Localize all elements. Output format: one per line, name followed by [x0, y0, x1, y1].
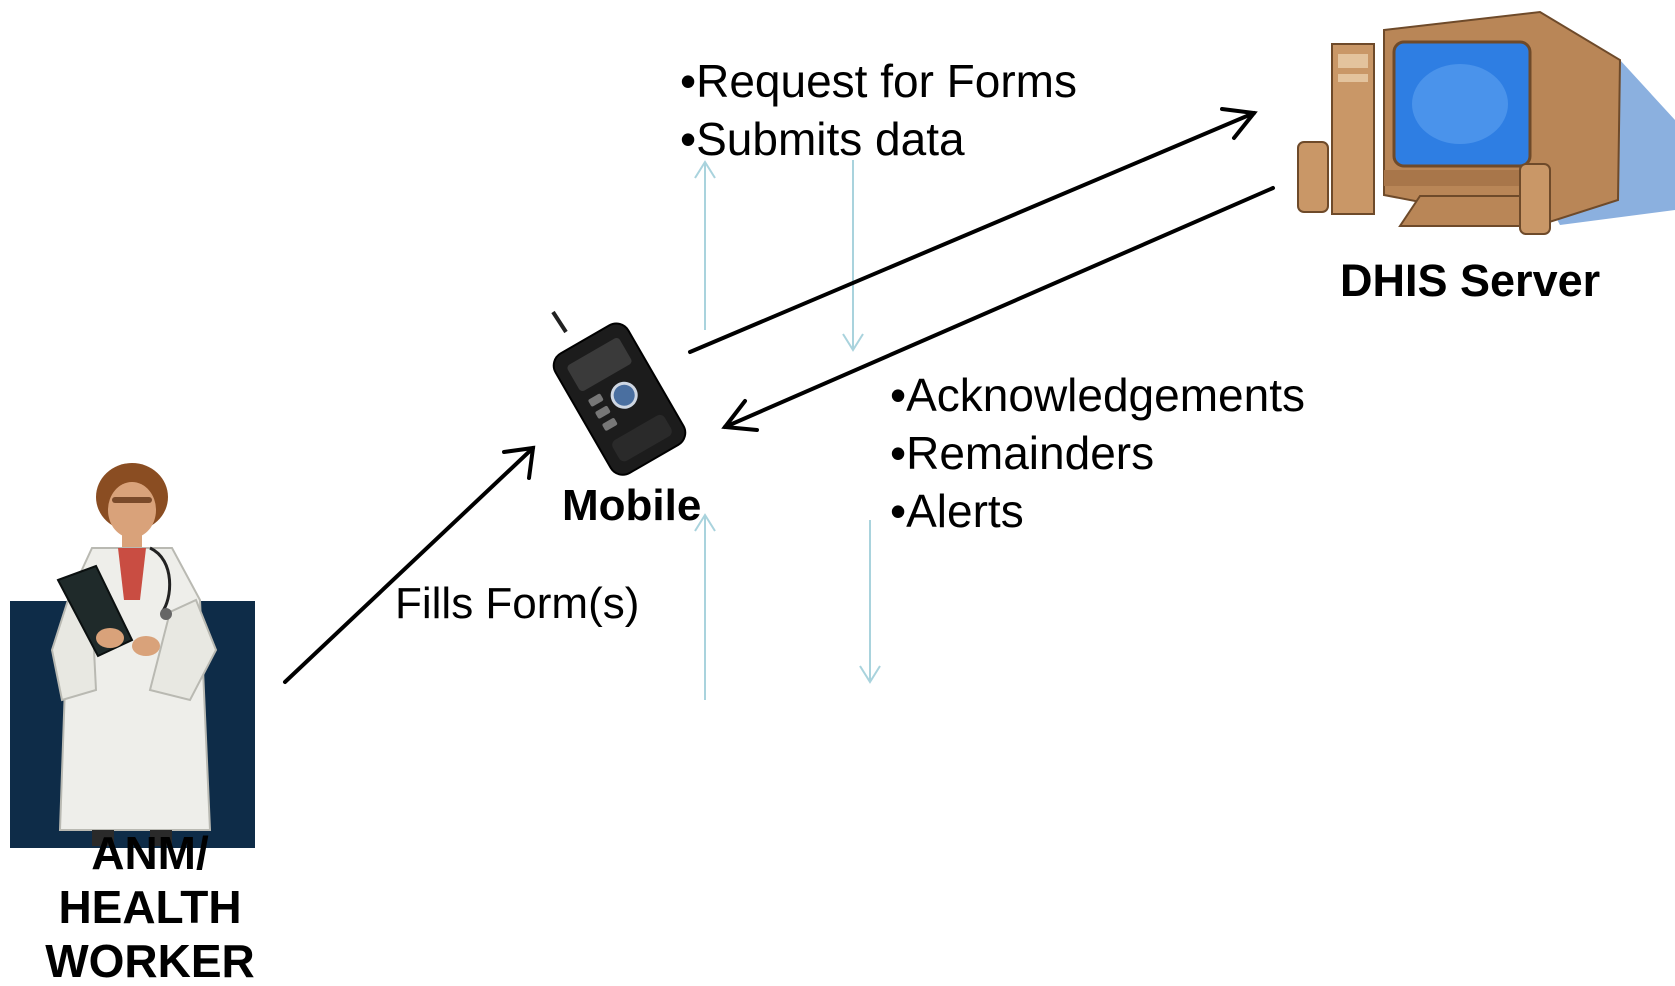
arrow-server-to-mobile — [721, 186, 1275, 432]
mobile-label: Mobile — [562, 481, 702, 530]
list-item: •Acknowledgements — [890, 369, 1305, 421]
thin-arrow-up-bottom — [694, 513, 716, 700]
list-item: •Request for Forms — [680, 55, 1077, 107]
list-item: •Alerts — [890, 485, 1024, 537]
health-worker-label-line-3: WORKER — [45, 935, 255, 986]
server-label: DHIS Server — [1340, 255, 1601, 306]
health-worker-label-line-2: HEALTH — [58, 881, 242, 933]
list-item: •Remainders — [890, 427, 1155, 479]
health-worker-label: ANM/ HEALTH WORKER — [0, 826, 300, 986]
arrow-mobile-to-server — [688, 107, 1258, 354]
list-item: •Submits data — [680, 113, 965, 165]
thin-arrow-down-top — [842, 160, 864, 352]
arrow-worker-to-mobile — [283, 445, 536, 684]
server-to-mobile-list: •Acknowledgements •Remainders •Alerts — [890, 366, 1305, 540]
thin-arrow-up-top — [694, 160, 716, 330]
fills-form-label: Fills Form(s) — [395, 579, 640, 628]
health-worker-label-line-1: ANM/ — [91, 827, 209, 879]
thin-arrow-down-bottom — [859, 520, 881, 684]
mobile-to-server-list: •Request for Forms •Submits data — [680, 52, 1077, 168]
